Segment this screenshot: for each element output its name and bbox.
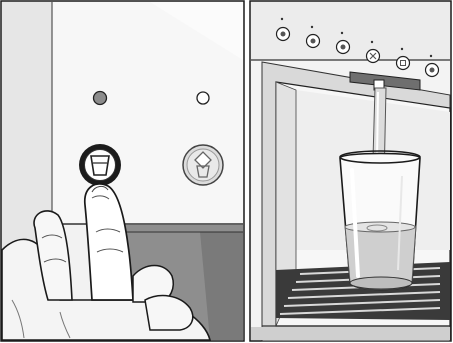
indicator-light-water [94, 92, 107, 105]
right-panel [250, 1, 451, 341]
ice-dispense-button[interactable] [183, 145, 223, 185]
water-dispense-button[interactable] [79, 144, 121, 186]
left-panel [1, 1, 244, 341]
indicator-light-ice [197, 92, 209, 104]
drinking-glass [340, 151, 420, 290]
